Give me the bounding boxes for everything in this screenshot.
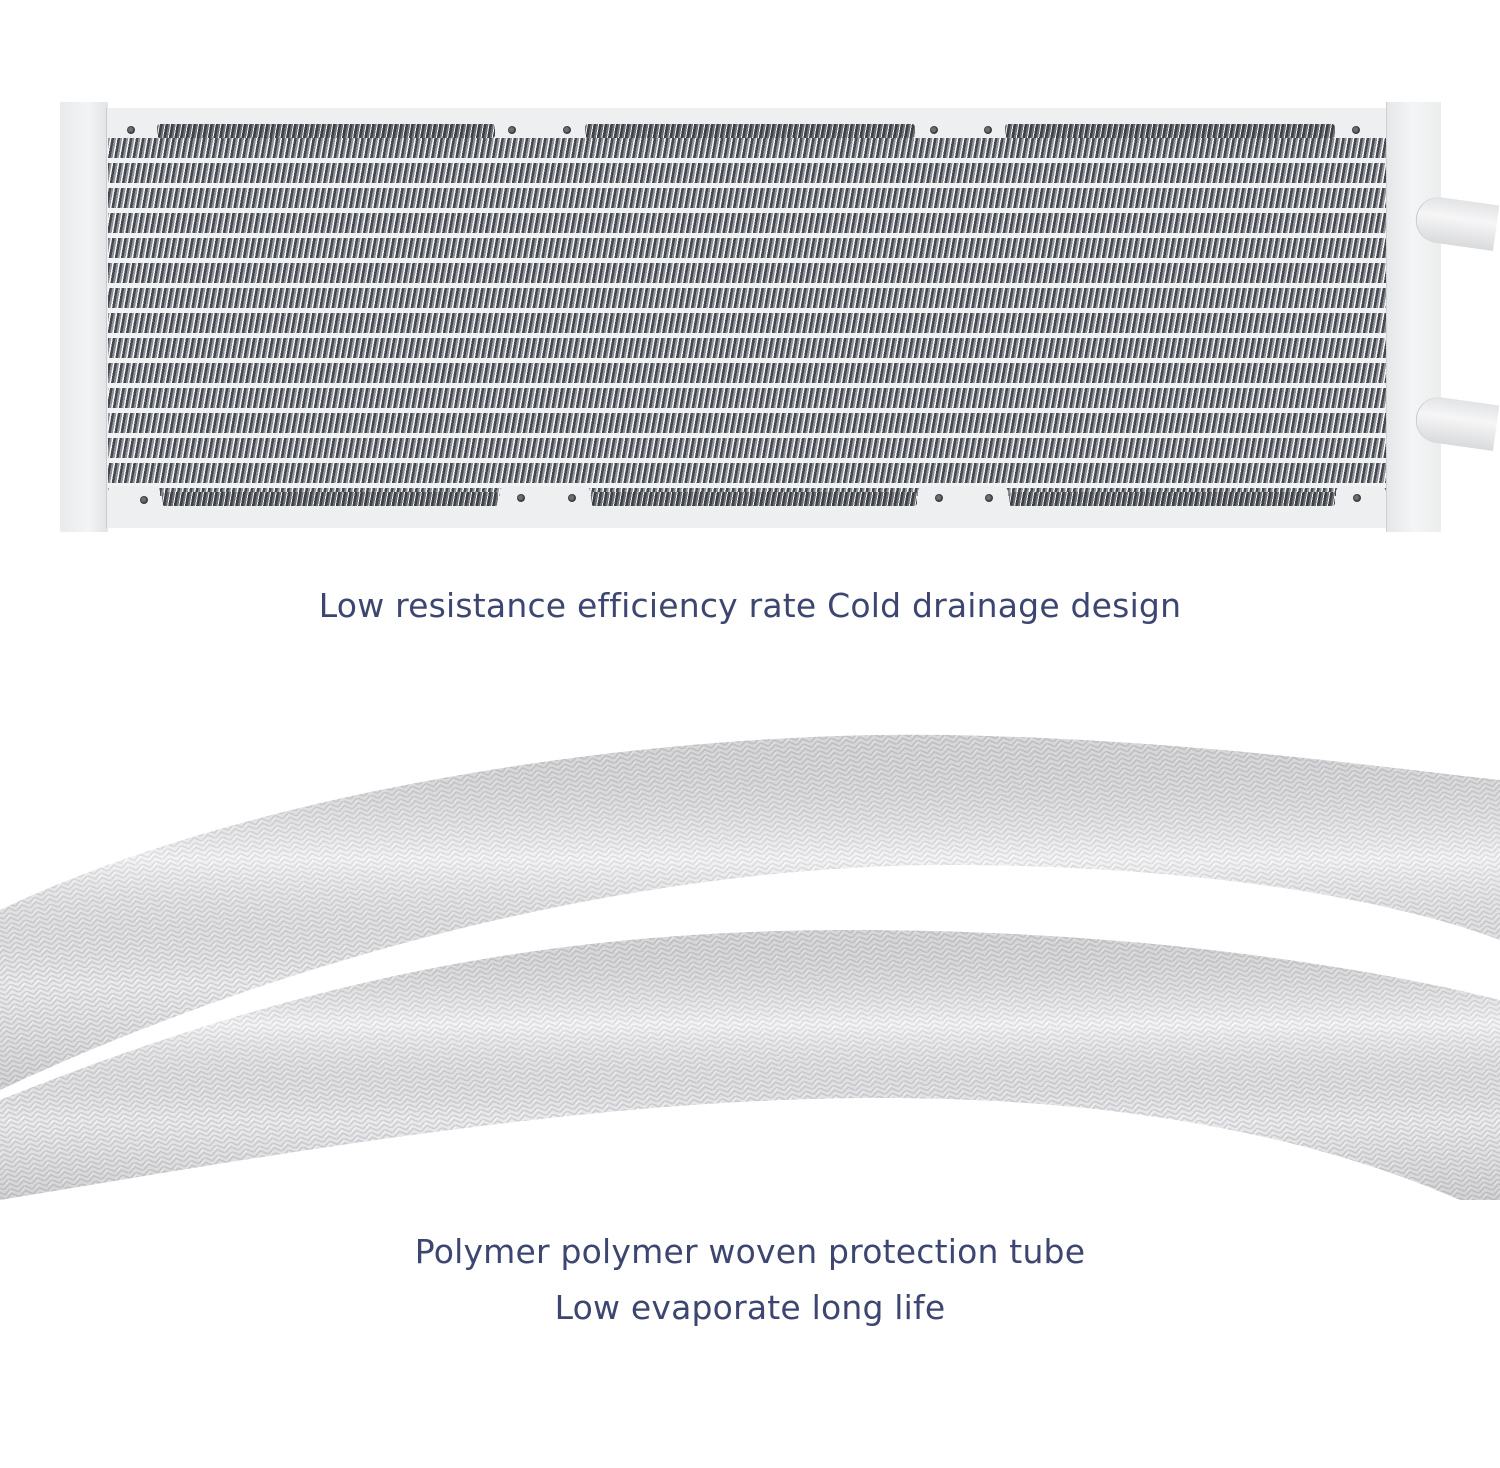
fan-slot [591, 492, 917, 506]
radiator-bottom-rail [108, 508, 1386, 528]
screw-hole-icon [127, 126, 135, 134]
radiator-caption: Low resistance efficiency rate Cold drai… [318, 586, 1182, 625]
braided-tubes-image [0, 734, 1500, 1200]
screw-hole-icon [508, 126, 516, 134]
screw-hole-icon [140, 496, 148, 504]
screw-hole-icon [563, 126, 571, 134]
screw-hole-icon [985, 494, 993, 502]
lower-braided-tube [0, 930, 1500, 1200]
tube-caption-line-1: Polymer polymer woven protection tube [414, 1232, 1086, 1271]
fan-slot [157, 124, 495, 138]
screw-hole-icon [930, 126, 938, 134]
tube-caption: Polymer polymer woven protection tube Lo… [0, 1224, 1500, 1336]
mount-tab [1336, 108, 1386, 138]
radiator-fin-core [108, 138, 1386, 496]
fan-slot [1009, 492, 1335, 506]
mount-tab [916, 108, 1004, 138]
screw-hole-icon [1352, 126, 1360, 134]
tube-caption-line-2: Low evaporate long life [554, 1288, 946, 1327]
radiator-right-endcap [1386, 102, 1441, 532]
radiator-left-endcap [60, 102, 108, 532]
screw-hole-icon [984, 126, 992, 134]
fan-slot [1005, 124, 1335, 138]
screw-hole-icon [568, 494, 576, 502]
radiator-image [60, 102, 1500, 532]
screw-hole-icon [517, 494, 525, 502]
fan-slot [162, 492, 498, 506]
fan-slot [585, 124, 915, 138]
screw-hole-icon [1353, 494, 1361, 502]
screw-hole-icon [935, 494, 943, 502]
upper-braided-tube [0, 734, 1500, 1090]
